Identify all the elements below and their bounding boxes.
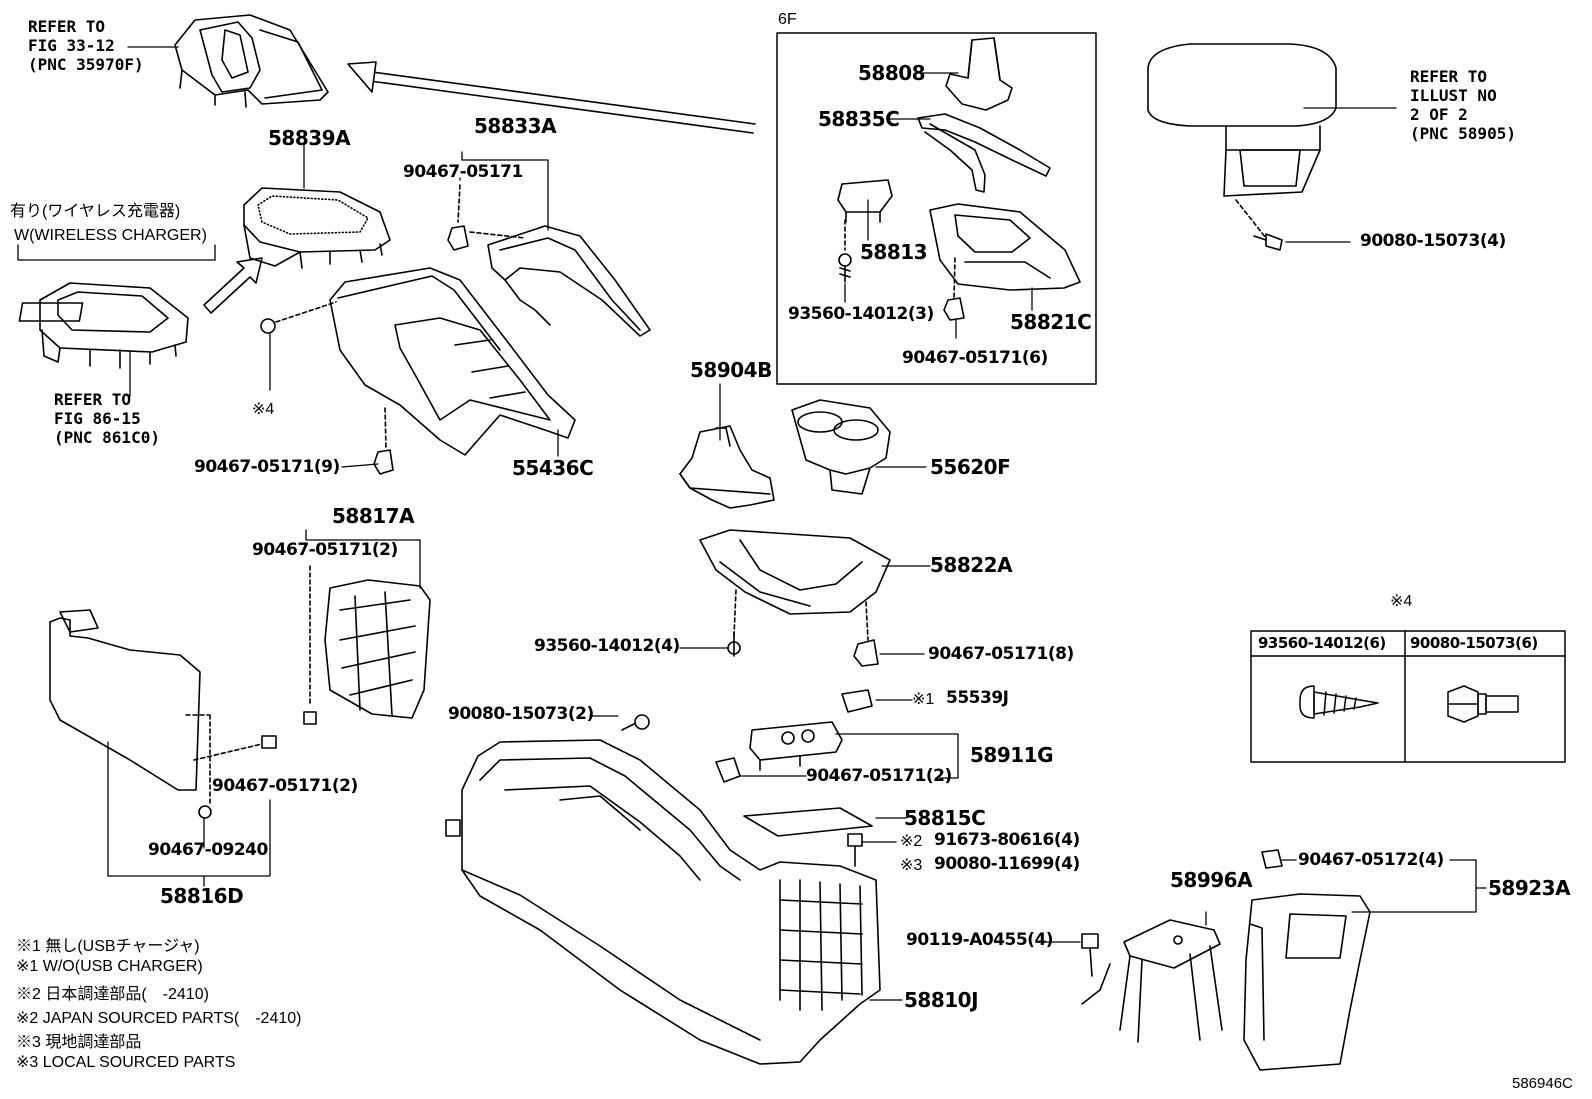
console-58821c-part [929, 203, 1081, 299]
ref-fig86-label: REFER TO FIG 86-15 (PNC 861C0) [54, 390, 160, 447]
pn-58835c: 58835C [818, 107, 900, 131]
bolt-90080-15073-2 [621, 714, 650, 731]
group-6f-label: 6F [778, 11, 797, 28]
pn-58822a: 58822A [930, 553, 1013, 577]
note-1-jp: ※1 無し(USBチャージャ) [16, 938, 200, 955]
leader-lines [17, 46, 1487, 1001]
pn-90467-05171-2c: 90467-05171(2) [212, 776, 358, 796]
pn-58996a: 58996A [1170, 868, 1253, 892]
pn-58817a: 58817A [332, 504, 415, 528]
note-2-en: ※2 JAPAN SOURCED PARTS( -2410) [16, 1010, 302, 1027]
pn-58904b: 58904B [690, 358, 772, 382]
pn-55620f: 55620F [930, 455, 1011, 479]
bezel-58822a-part [699, 529, 891, 641]
table-col1-header: 93560-14012(6) [1258, 634, 1386, 652]
figure-code-label: 586946C [1512, 1075, 1573, 1092]
bracket-58996a-part [1081, 919, 1223, 1043]
screw-mark4-left [260, 301, 337, 334]
wireless-en-label: W(WIRELESS CHARGER) [14, 227, 207, 244]
pn-90467-05172-4: 90467-05172(4) [1298, 850, 1444, 870]
ref-fig33-label: REFER TO FIG 33-12 (PNC 35970F) [28, 17, 144, 74]
pn-58816d: 58816D [160, 884, 244, 908]
clip-90467-05171-2b [715, 757, 741, 783]
note-3-en: ※3 LOCAL SOURCED PARTS [16, 1054, 236, 1071]
pn-93560-14012-4: 93560-14012(4) [534, 636, 680, 656]
clip-90467-05171-9 [373, 449, 394, 475]
boot-58808-part [945, 37, 1013, 111]
mark2-label: ※2 [900, 833, 923, 850]
wireless-jp-label: 有り(ワイヤレス充電器) [10, 203, 181, 220]
mark1-55539j-label: ※1 [912, 691, 935, 708]
table-mark4-label: ※4 [1390, 593, 1413, 610]
group-6f-frame [776, 32, 1097, 385]
boot-58904b-part [679, 425, 775, 509]
pn-90080-15073-4: 90080-15073(4) [1360, 231, 1506, 251]
screw-93560-14012-3 [838, 253, 852, 283]
pn-90467-05171-2b: 90467-05171(2) [806, 766, 952, 786]
pn-90467-05171-8: 90467-05171(8) [928, 644, 1074, 664]
pn-58810j: 58810J [904, 988, 979, 1012]
note-3-jp: ※3 現地調達部品 [16, 1034, 142, 1051]
wireless-charger-part [18, 282, 189, 369]
pn-90467-05171-top: 90467-05171 [403, 162, 523, 182]
pn-58911g: 58911G [970, 743, 1054, 767]
shift-bezel-ref-part [174, 14, 329, 108]
panel-58911g-part [749, 721, 843, 771]
clip-90467-09240 [198, 805, 212, 819]
pn-90467-09240: 90467-09240 [148, 840, 268, 860]
pn-91673-80616-4: 91673-80616(4) [934, 830, 1080, 850]
pn-55436c: 55436C [512, 456, 594, 480]
bolt-90080-15073-4 [1253, 233, 1283, 251]
clip-90467-05171-8 [853, 639, 879, 667]
pn-58813: 58813 [860, 240, 928, 264]
panel-58817a-part [303, 565, 431, 725]
screw-93560-14012-4 [727, 631, 741, 657]
panel-58816d-part [49, 609, 263, 806]
pn-58808: 58808 [858, 61, 926, 85]
part-55539j [841, 689, 873, 713]
pn-58833a: 58833A [474, 114, 557, 138]
mark4-fastener-table [1250, 630, 1566, 763]
pn-90467-05171-2a: 90467-05171(2) [252, 540, 398, 560]
pn-90080-11699-4: 90080-11699(4) [934, 854, 1080, 874]
screw-91673-90080 [847, 833, 863, 867]
clip-90467-05171-2c [261, 735, 277, 749]
cupholder-55620f-part [791, 399, 891, 495]
note-2-jp: ※2 日本調達部品( -2410) [16, 986, 209, 1003]
pn-90080-15073-2: 90080-15073(2) [448, 704, 594, 724]
pn-90467-05171-9: 90467-05171(9) [194, 457, 340, 477]
panel-58833a-part [469, 225, 651, 337]
table-col2-header: 90080-15073(6) [1410, 634, 1538, 652]
bolt-90119-a0455-4 [1081, 933, 1099, 977]
panel-58923a-part [1243, 893, 1371, 1071]
bezel-55436c-part [329, 267, 576, 456]
mark3-label: ※3 [900, 857, 923, 874]
clip-90467-05171-top [447, 184, 469, 251]
part-58813 [837, 179, 893, 251]
console-box-58810j-part [445, 739, 881, 1065]
ref-illust-label: REFER TO ILLUST NO 2 OF 2 (PNC 58905) [1410, 67, 1516, 143]
pad-58815c-part [743, 807, 873, 837]
arrow-wireless [203, 257, 263, 314]
armrest-ref-part [1147, 43, 1337, 239]
pn-58821c: 58821C [1010, 310, 1092, 334]
notes-list: ※1 無し(USBチャージャ) ※1 W/O(USB CHARGER) ※2 日… [16, 932, 301, 1076]
pn-55539j: 55539J [946, 688, 1009, 708]
note-1-en: ※1 W/O(USB CHARGER) [16, 958, 203, 975]
pn-58815c: 58815C [904, 806, 986, 830]
pn-58839a: 58839A [268, 126, 351, 150]
clip-90467-05172-4 [1261, 849, 1283, 869]
arrow-to-fig33 [347, 61, 756, 134]
pn-58923a: 58923A [1488, 876, 1571, 900]
mark4-left-label: ※4 [252, 401, 275, 418]
trim-58835c-part [917, 113, 1051, 193]
tray-58839a-part [243, 187, 391, 269]
pn-93560-14012-3: 93560-14012(3) [788, 304, 934, 324]
pn-90119-a0455-4: 90119-A0455(4) [906, 930, 1054, 950]
clip-90467-05171-6 [943, 297, 965, 321]
pn-90467-05171-6: 90467-05171(6) [902, 348, 1048, 368]
